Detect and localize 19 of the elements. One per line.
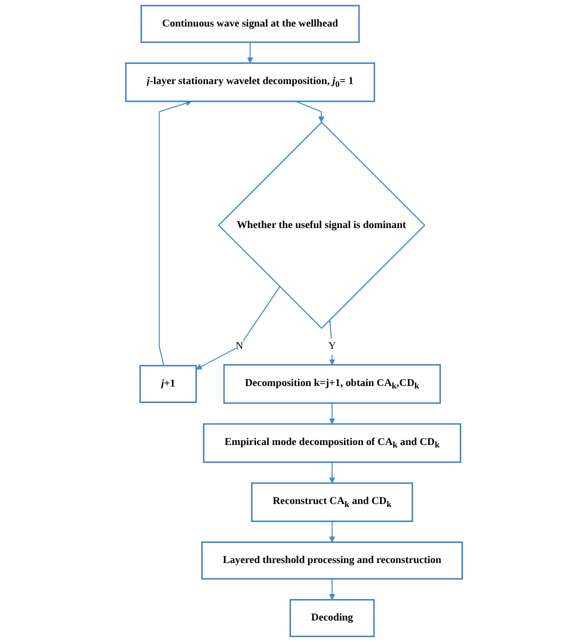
node-box: Continuous wave signal at the wellhead xyxy=(140,4,360,43)
arrow xyxy=(196,286,280,370)
arrow xyxy=(328,578,336,600)
node-box: j+1 xyxy=(139,364,197,403)
node-box: Decoding xyxy=(289,599,375,638)
node-box: Decomposition k=j+1, obtain CA$_{k}$,CD$_{k}$ xyxy=(223,364,441,404)
arrow xyxy=(328,403,336,424)
node-box: j-layer stationary wavelet decomposition, j$_{0}$= 1 xyxy=(125,62,376,102)
arrow xyxy=(328,521,336,542)
arrow xyxy=(247,42,254,64)
node-box: Layered threshold processing and reconstruction xyxy=(201,542,463,580)
arrow xyxy=(296,100,324,123)
arrow xyxy=(328,462,336,484)
node-box: Empirical mode decomposition of CA$_{k}$ and CD$_{k}$ xyxy=(202,423,462,463)
edge-label: Y xyxy=(328,340,336,352)
arrow xyxy=(158,100,192,366)
edge-label: N xyxy=(236,340,244,352)
node-box: Reconstruct CA$_{k}$ and CD$_{k}$ xyxy=(251,482,414,522)
node-diamond: Whether the useful signal is dominant xyxy=(218,122,426,329)
